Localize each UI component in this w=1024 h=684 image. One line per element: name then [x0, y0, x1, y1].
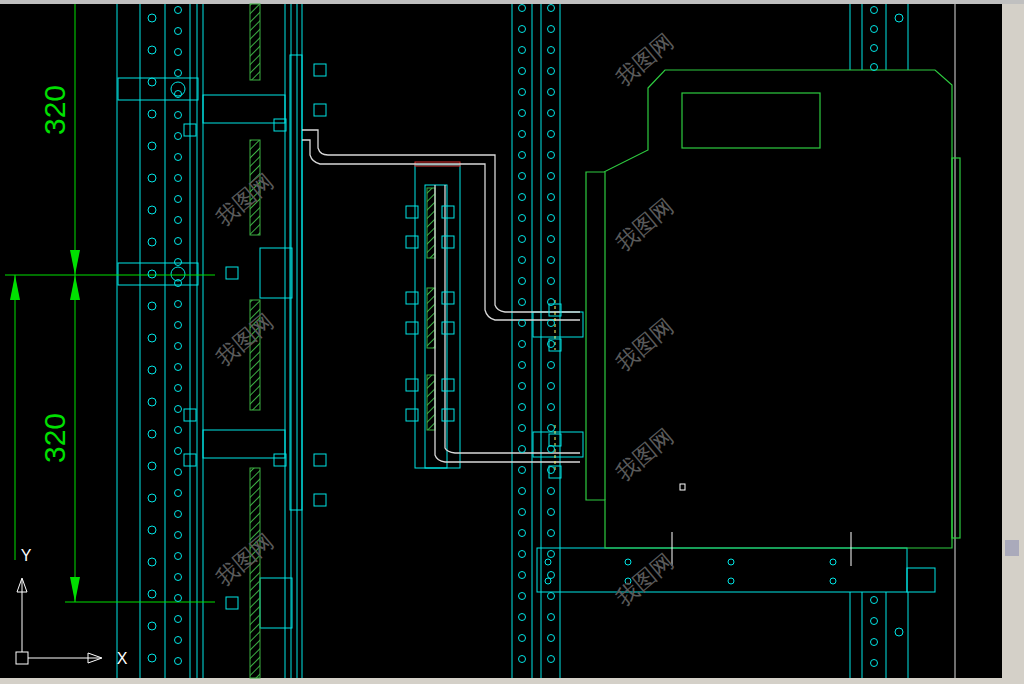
watermark: 我图网 [613, 30, 678, 89]
dimension-value: 320 [40, 85, 70, 135]
axis-label: X [117, 651, 128, 667]
watermark: 我图网 [613, 195, 678, 254]
watermark: 我图网 [613, 550, 678, 609]
watermark: 我图网 [213, 310, 278, 369]
watermark: 我图网 [613, 425, 678, 484]
watermark: 我图网 [613, 315, 678, 374]
watermark: 我图网 [213, 170, 278, 229]
axis-label: Y [21, 548, 32, 564]
dimension-value: 320 [40, 413, 70, 463]
watermark: 我图网 [213, 530, 278, 589]
